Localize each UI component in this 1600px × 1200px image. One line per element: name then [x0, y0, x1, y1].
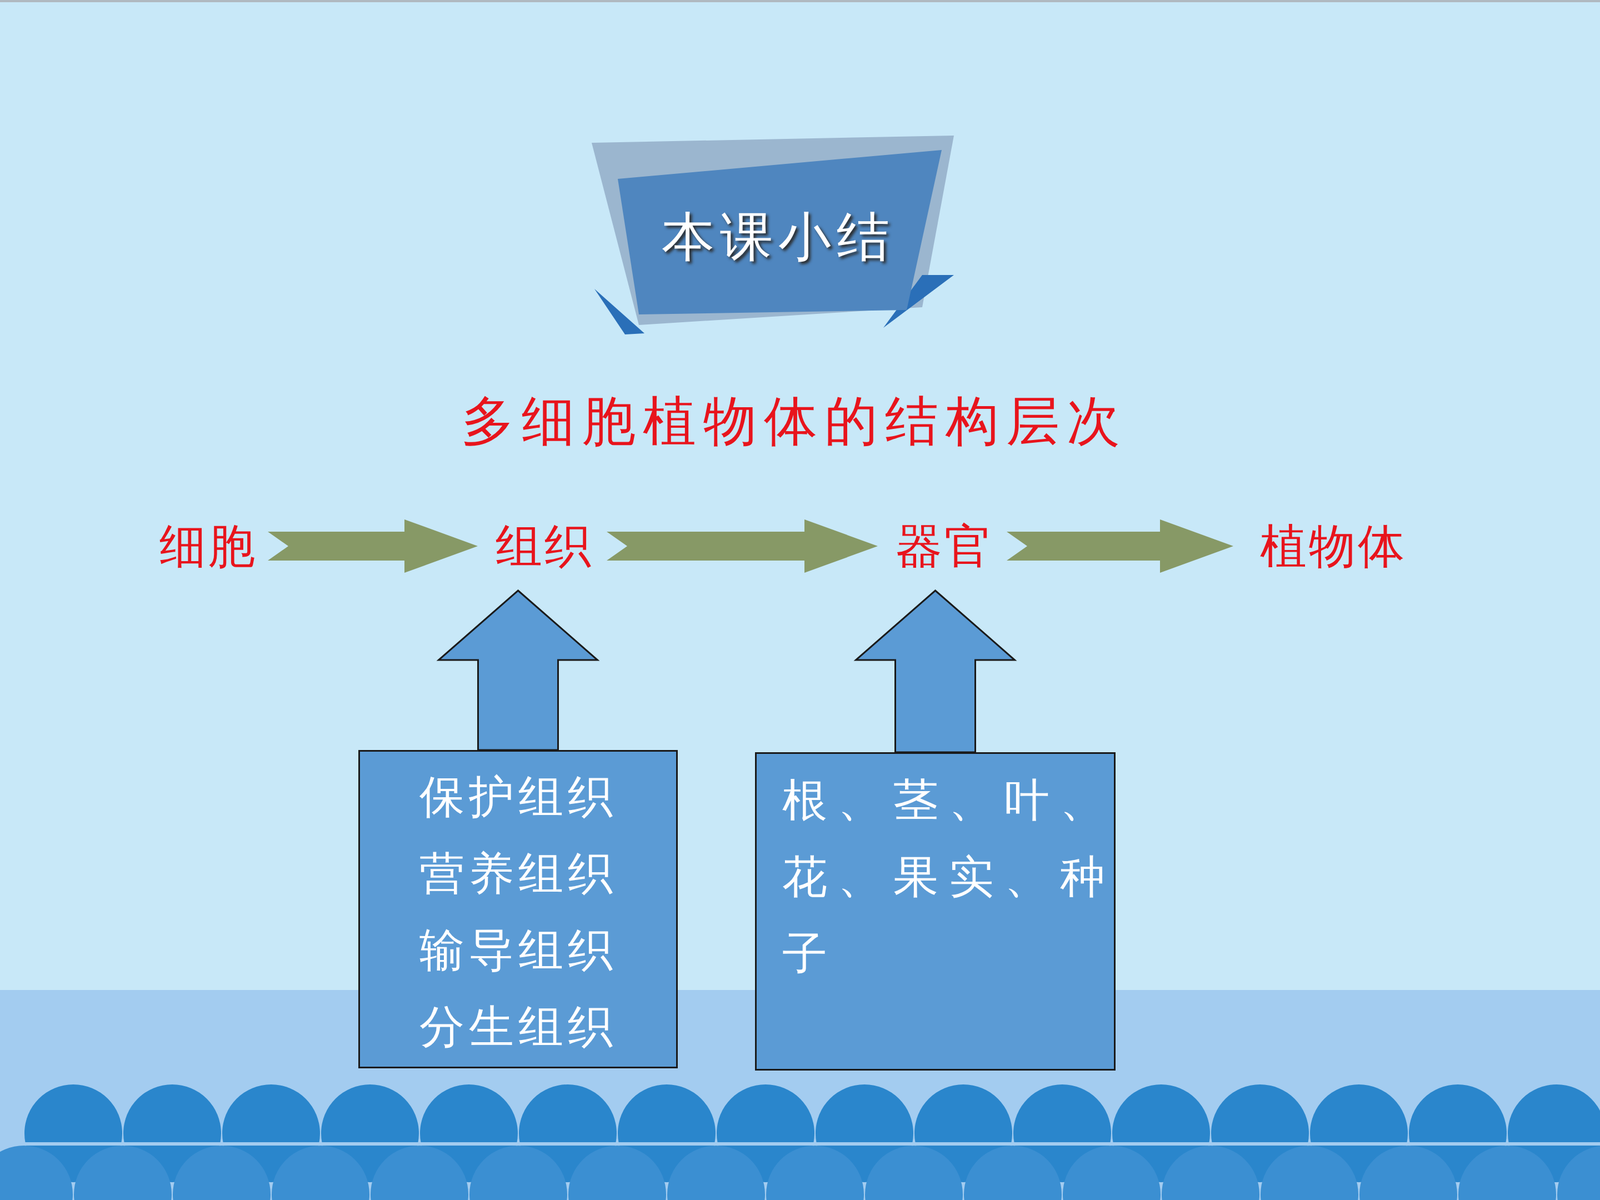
- wave-gap: [0, 1142, 1600, 1146]
- tissue-box: 保护组织营养组织输导组织分生组织: [358, 750, 678, 1069]
- node-text: 组织: [488, 521, 600, 572]
- flow-arrow: [267, 519, 478, 573]
- node-text: 保护组织: [360, 758, 677, 835]
- diagram-heading: 多细胞植物体的结构层次: [405, 387, 1183, 455]
- banner-back: [591, 135, 954, 325]
- node-text: 输导组织: [360, 911, 677, 989]
- node-text: 器官: [888, 521, 1000, 572]
- organ-box: 根、茎、叶、花、果实、种子: [755, 752, 1116, 1071]
- node-text: 营养组织: [360, 835, 677, 912]
- level-label: 器官: [888, 521, 1000, 572]
- flow-arrow: [1006, 519, 1234, 573]
- level-label: 植物体: [1244, 521, 1423, 572]
- level-label: 组织: [488, 521, 600, 572]
- node-text: 植物体: [1244, 521, 1423, 572]
- block-arrow: [438, 590, 598, 750]
- flow-arrow: [606, 519, 878, 573]
- level-label: 细胞: [155, 521, 262, 572]
- node-text: 根、茎、叶、花、果实、种子: [782, 761, 1122, 992]
- slide-title: 本课小结: [611, 203, 945, 270]
- top-rule: [0, 0, 1600, 3]
- block-arrow: [856, 590, 1015, 753]
- wave-row-bottom: [0, 1145, 1600, 1200]
- node-text: 分生组织: [360, 988, 677, 1065]
- node-text: 细胞: [155, 521, 262, 572]
- title-banner: [591, 135, 954, 335]
